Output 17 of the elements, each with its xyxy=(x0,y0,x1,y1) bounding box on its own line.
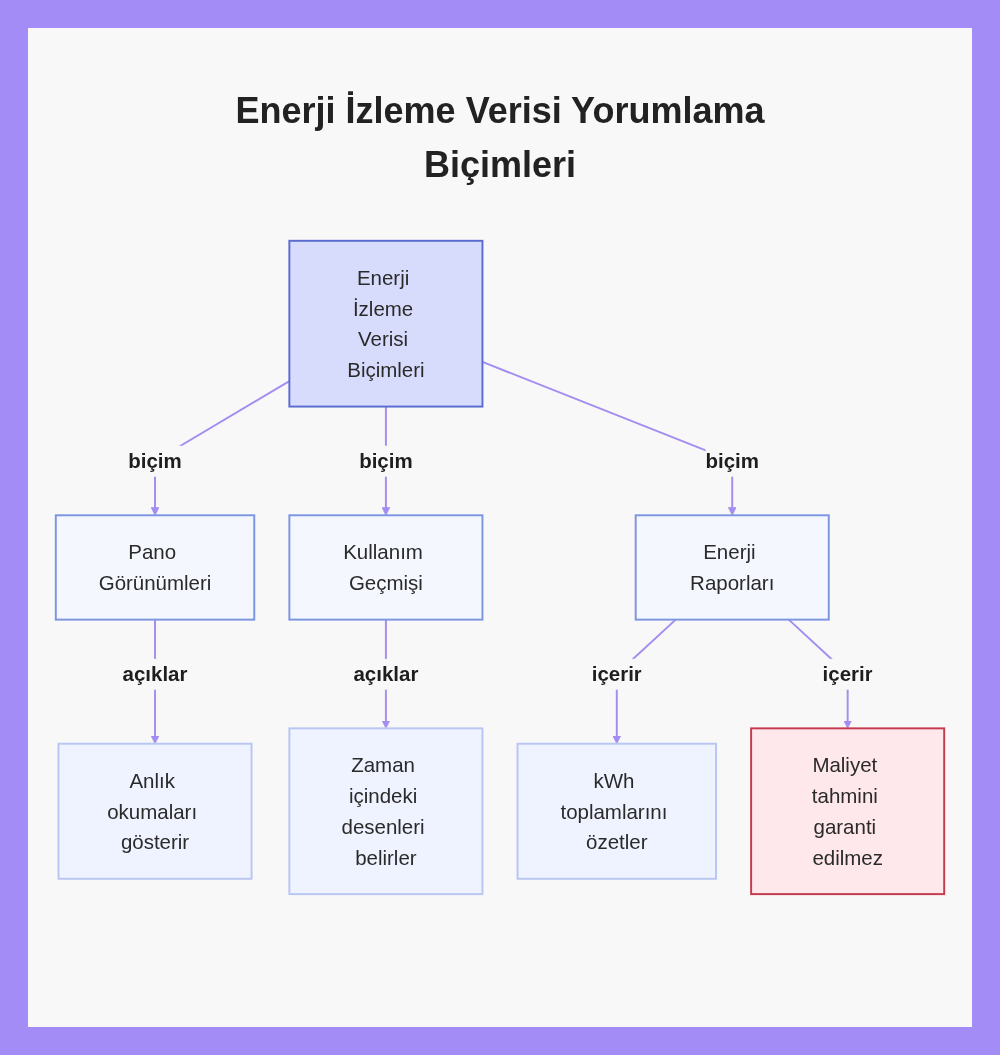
node-box xyxy=(288,514,484,621)
edge-label: biçim xyxy=(128,449,182,472)
node-box xyxy=(634,514,830,621)
edge-label: biçim xyxy=(359,449,413,472)
edge-label: içerir xyxy=(591,662,642,685)
edge-label: biçim xyxy=(705,449,759,472)
edge-label: içerir xyxy=(822,662,873,685)
node-box xyxy=(750,727,946,896)
node-box xyxy=(516,742,717,880)
card-background: Enerji İzleme Verisi Yorumlama Biçimleri biçim biçim biçim açıklar açıklar içerir içerir Enerji İzleme Verisi Biçimleri Pano Görünümleri Kullanım Geçmişi Enerji Raporları Anlık okumaları gösterir Zaman içindeki desenleri belirler kWh toplamlarını özetler Maliyet tahmini garanti edilmez xyxy=(28,28,972,1027)
node-box xyxy=(57,742,253,880)
node-box xyxy=(288,727,484,896)
node-box xyxy=(288,239,484,408)
node-box xyxy=(54,514,256,621)
edge-label: açıklar xyxy=(353,662,419,685)
diagram-title: Enerji İzleme Verisi Yorumlama Biçimleri xyxy=(234,89,766,187)
edge-label: açıklar xyxy=(122,662,188,685)
